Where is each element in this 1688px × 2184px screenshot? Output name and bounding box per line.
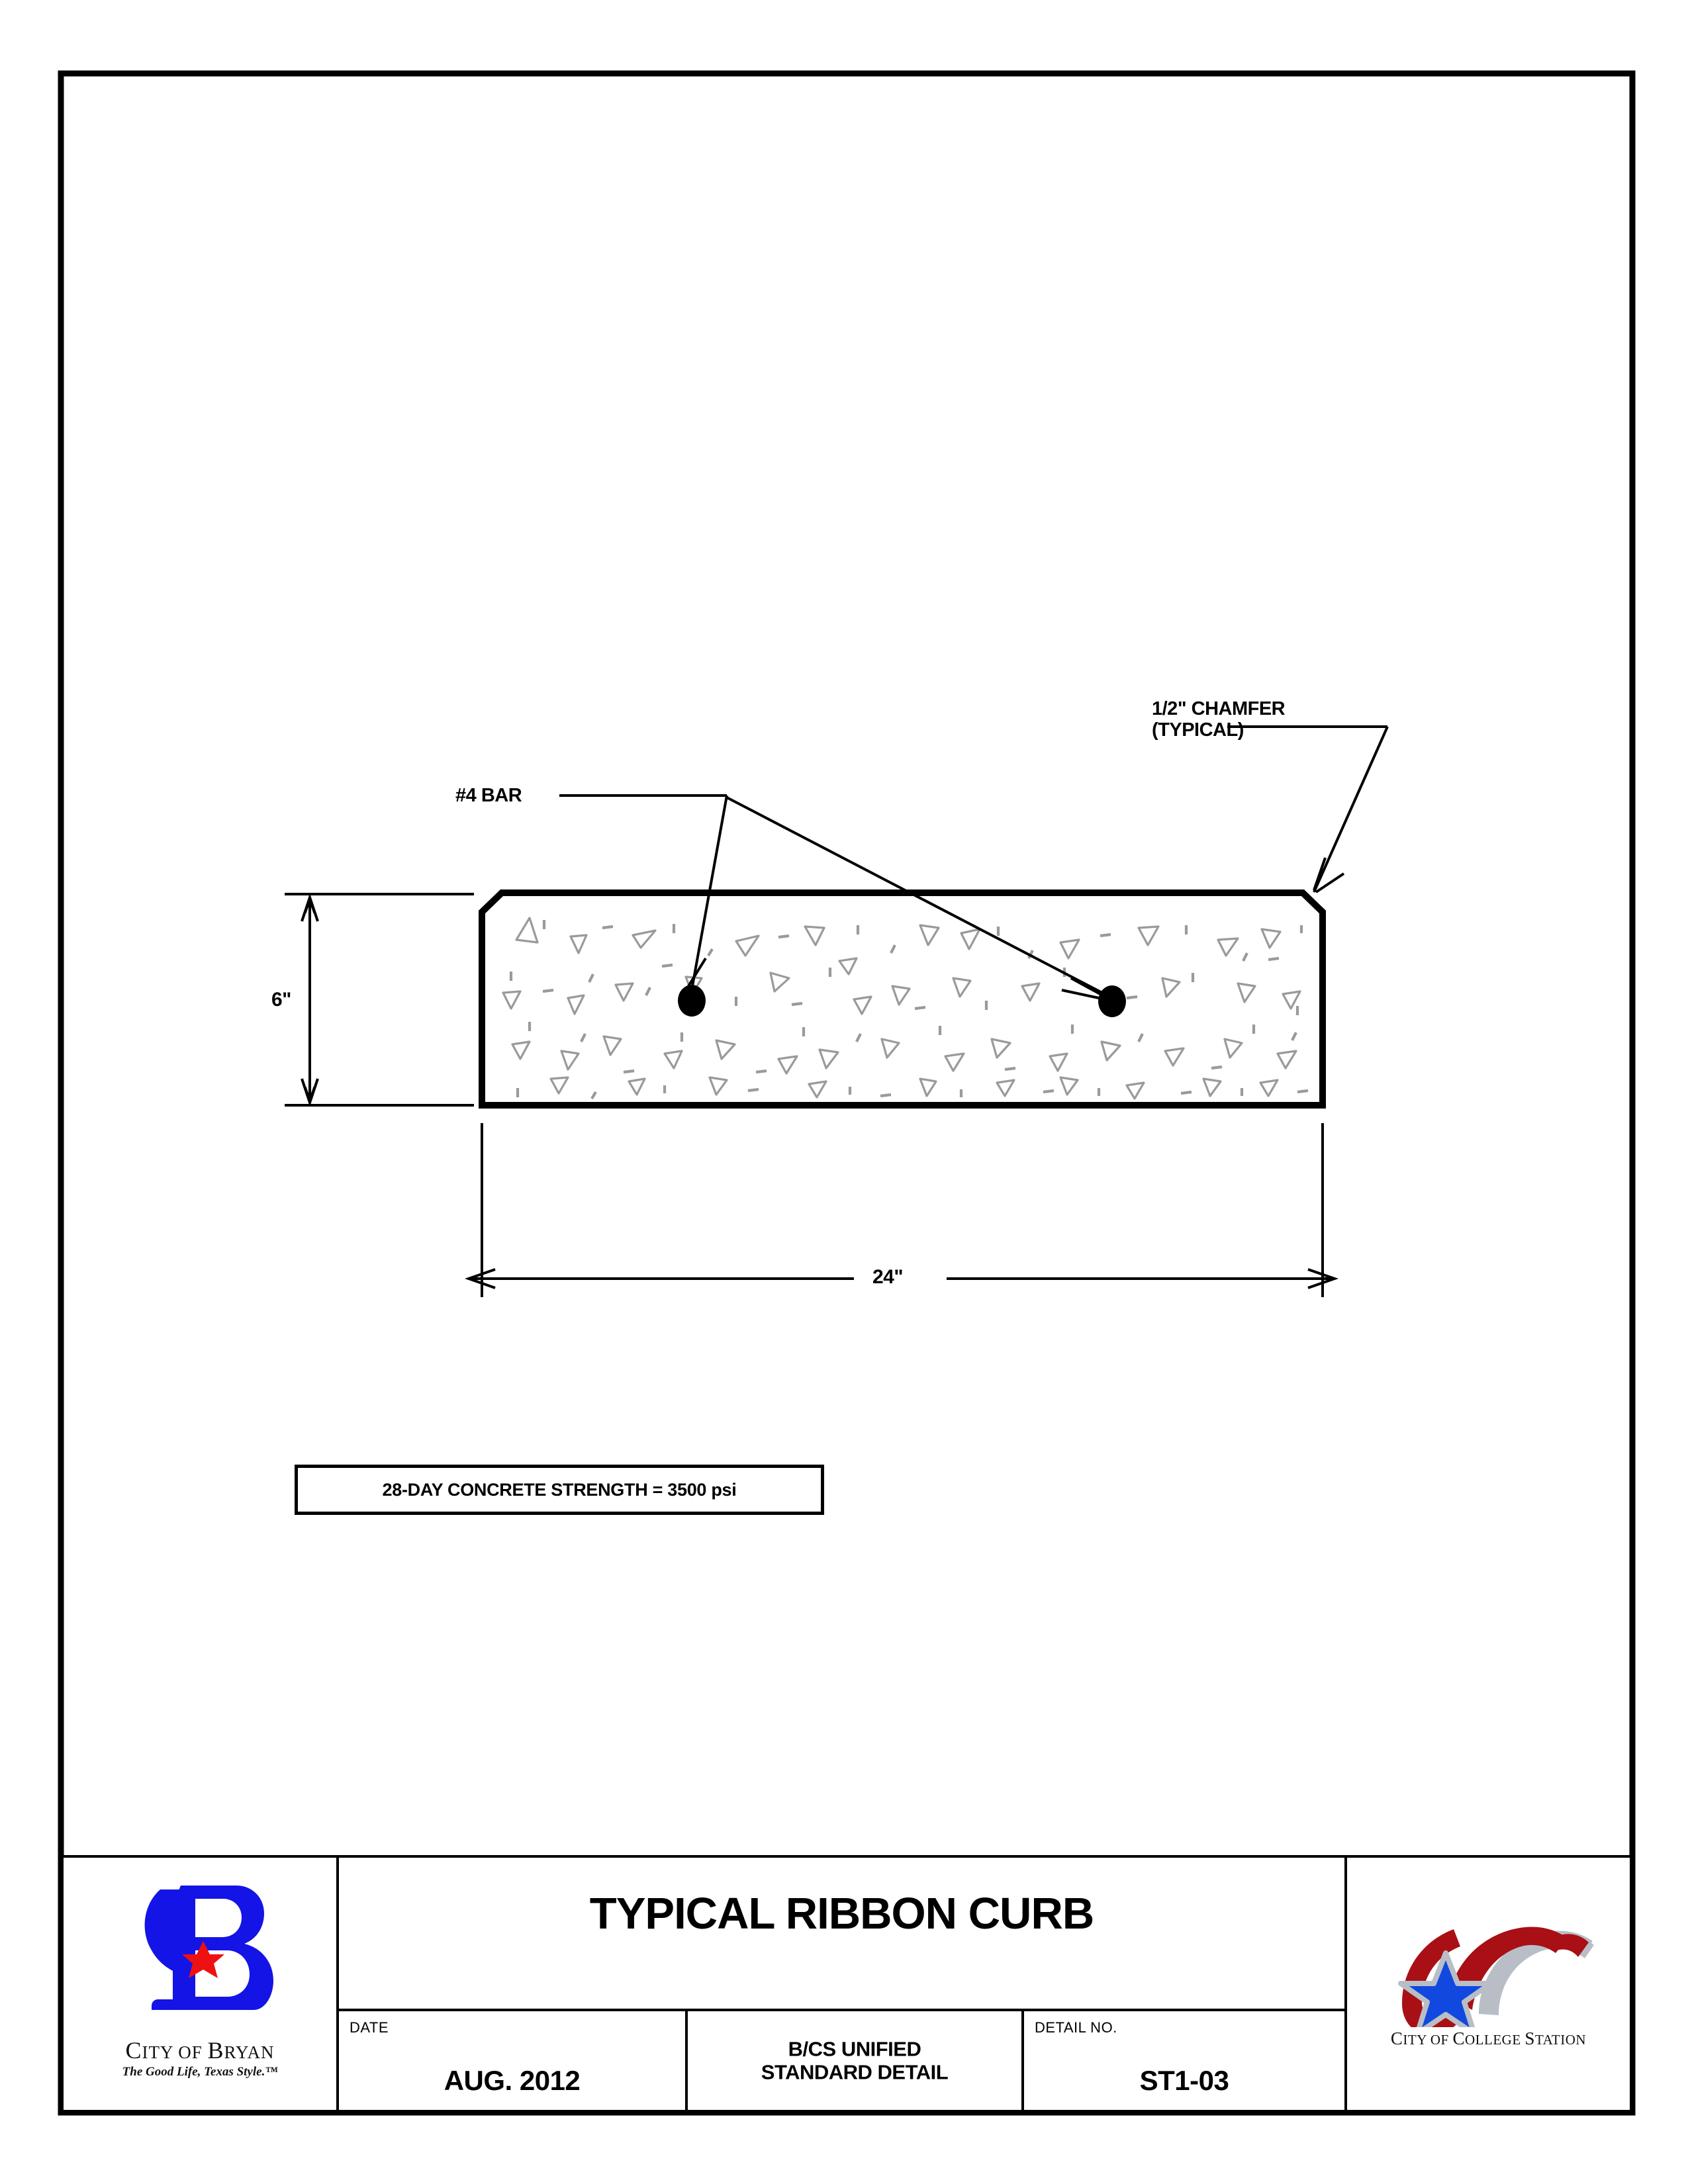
rebar-dot-left	[678, 985, 706, 1017]
college-station-name: CITY OF COLLEGE STATION	[1390, 2028, 1587, 2048]
dimension-width	[464, 1123, 1339, 1297]
detail-title-cell: TYPICAL RIBBON CURB	[336, 1855, 1347, 2011]
bryan-tagline: The Good Life, Texas Style.™	[122, 2065, 278, 2079]
standard-cell: B/CS UNIFIED STANDARD DETAIL	[685, 2009, 1024, 2113]
width-dimension-label: 24"	[872, 1266, 904, 1288]
date-cell: DATE AUG. 2012	[336, 2009, 688, 2113]
date-value: AUG. 2012	[444, 2065, 581, 2096]
standard-value: B/CS UNIFIED STANDARD DETAIL	[688, 2037, 1021, 2084]
bryan-b-icon	[144, 1886, 273, 2010]
detail-title: TYPICAL RIBBON CURB	[589, 1889, 1094, 1938]
sheet-border	[58, 70, 1636, 2116]
bryan-logo-cell: CITY OF BRYAN The Good Life, Texas Style…	[61, 1855, 339, 2113]
curb-section	[479, 889, 1326, 1109]
chamfer-label-line2: (TYPICAL)	[1152, 719, 1244, 741]
concrete-strength-note-text: 28-DAY CONCRETE STRENGTH = 3500 psi	[382, 1479, 737, 1500]
detail-number-cell: DETAIL NO. ST1-03	[1021, 2009, 1347, 2113]
concrete-hatch	[502, 917, 1309, 1100]
standard-line1: B/CS UNIFIED	[788, 2036, 921, 2060]
college-station-swoosh-icon	[1397, 1927, 1594, 2027]
rebar-dot-right	[1098, 985, 1126, 1017]
title-block: CITY OF BRYAN The Good Life, Texas Style…	[61, 1855, 1632, 2113]
concrete-strength-note: 28-DAY CONCRETE STRENGTH = 3500 psi	[295, 1465, 824, 1515]
chamfer-label-line1: 1/2" CHAMFER	[1152, 698, 1286, 719]
rebar-bars	[678, 985, 1126, 1017]
standard-line2: STANDARD DETAIL	[761, 2060, 949, 2084]
detail-number-value: ST1-03	[1139, 2065, 1229, 2096]
height-dimension-label: 6"	[271, 989, 291, 1011]
rebar-leader	[559, 794, 1103, 999]
date-caption: DATE	[350, 2019, 389, 2036]
chamfer-label: 1/2" CHAMFER (TYPICAL)	[1152, 698, 1286, 741]
bryan-name: CITY OF BRYAN	[125, 2037, 275, 2064]
bryan-logo: CITY OF BRYAN The Good Life, Texas Style…	[64, 1870, 336, 2079]
college-station-logo-cell: CITY OF COLLEGE STATION	[1344, 1855, 1632, 2113]
rebar-label: #4 BAR	[455, 785, 522, 806]
dimension-height	[285, 893, 474, 1107]
detail-number-caption: DETAIL NO.	[1035, 2019, 1117, 2036]
college-station-logo: CITY OF COLLEGE STATION	[1347, 1915, 1630, 2049]
chamfer-leader	[1227, 725, 1389, 893]
